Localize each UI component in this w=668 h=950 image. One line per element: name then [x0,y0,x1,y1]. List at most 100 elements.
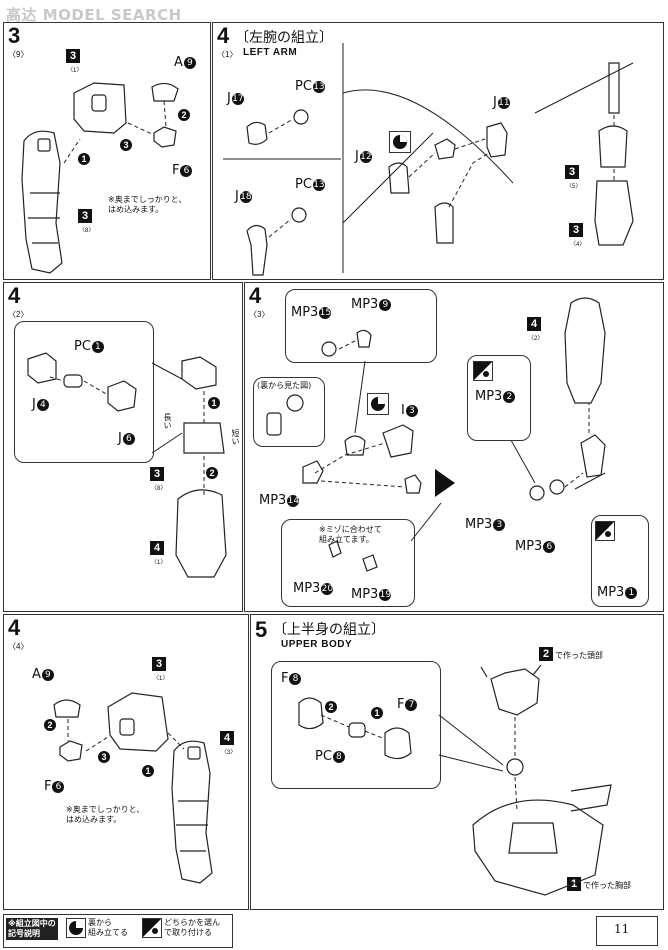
part-mark-3-4: 3 [569,223,583,237]
step-order-2: 2 [178,109,190,121]
part-mark-sub: 〈1〉 [67,68,83,74]
part-mark-sub: 〈8〉 [79,228,95,234]
back-assembly-mark [367,393,389,415]
substep-label: 〈4〉 [8,642,29,651]
choose-one-mark [473,361,493,381]
section-title-jp: 〔上半身の組立〕 [273,622,385,638]
legend-back-assembly: 裏から 組み立てる [88,918,128,937]
step-order-2: 2 [206,467,218,479]
part-mark-sub: 〈2〉 [528,336,544,342]
part-label-j11: J11 [493,95,510,110]
step-number: 5 [255,617,268,642]
part-mark-2-head: 2 [539,647,553,661]
detail-callout [281,519,415,607]
part-label-mp3-19: MP319 [351,587,392,602]
part-mark-sub: 〈1〉 [151,560,167,566]
step-number: 3 [8,23,21,48]
part-mark-4-3: 4 [220,731,234,745]
panel-step-4-1-left-arm: 4 〈1〉 〔左腕の組立〕 LEFT ARM J17 PC13 J18 PC13… [212,22,664,280]
part-mark-sub: 〈5〉 [566,184,582,190]
substep-label: 〈2〉 [8,310,29,319]
back-view-callout [253,377,325,447]
section-title-en: LEFT ARM [243,47,298,58]
part-label-pc13: PC13 [295,177,325,192]
step-order-3: 3 [98,751,110,763]
left-arm-illustration [223,43,634,276]
substep-label: 〈3〉 [249,310,270,319]
part-mark-sub: 〈4〉 [570,242,586,248]
assembly-note: ※奥までしっかりと、 はめ込みます。 [66,805,145,824]
long-label: 長い [163,413,172,429]
choose-one-mark [142,918,162,938]
part-mark-3-1: 3 [152,657,166,671]
legend-title: ※組立図中の 記号説明 [6,918,58,940]
detail-callout [285,289,437,363]
legend-choose-one: どちらかを選ん で取り付ける [164,918,220,937]
part-mark-3: 3 [66,49,80,63]
step-order-3: 3 [120,139,132,151]
part-label-mp3-20: MP320 [293,581,334,596]
part-mark-4-1: 4 [150,541,164,555]
back-assembly-mark [389,131,411,153]
head-ref-label: で作った頭部 [555,651,603,660]
section-title-en: UPPER BODY [281,639,353,650]
substep-label: 〈9〉 [8,50,29,59]
part-mark-sub: 〈1〉 [153,676,169,682]
step-order-2: 2 [325,701,337,713]
step-order-2: 2 [44,719,56,731]
back-view-label: (裏から見た図) [257,381,312,390]
assembly-note: ※奥までしっかりと、 はめ込みます。 [108,195,187,214]
step-order-1: 1 [78,153,90,165]
footer-legend [3,914,233,948]
section-title-jp: 〔左腕の組立〕 [235,30,333,46]
arm-assembly-illustration [53,692,213,884]
step-order-1: 1 [208,397,220,409]
short-label: 短い [231,429,240,445]
page-number-box [596,916,658,946]
part-mark-sub: 〈8〉 [151,486,167,492]
chest-ref-label: で作った胸部 [583,881,631,890]
step-number: 4 [8,615,21,640]
back-assembly-mark [66,918,86,938]
step-order-1: 1 [371,707,383,719]
substep-label: 〈1〉 [217,50,238,59]
part-label-mp3-14: MP314 [259,493,300,508]
elbow-assembly-illustration [27,352,227,578]
step-number: 4 [217,23,230,48]
part-label-pc13: PC13 [295,79,325,94]
step-number: 4 [8,283,21,308]
watermark: 高达 MODEL SEARCH [6,6,182,24]
part-label-j12: J12 [355,149,372,164]
step-number: 4 [249,283,262,308]
part-mark-3-8: 3 [150,467,164,481]
choose-one-mark [595,521,615,541]
part-mark-sub: 〈3〉 [221,750,237,756]
part-mark-4-2: 4 [527,317,541,331]
part-mark-3-8: 3 [78,209,92,223]
upper-body-illustration [298,664,612,896]
arm-assembly-illustration [21,82,179,274]
groove-note: ※ミゾに合わせて 組み立てます。 [319,525,382,544]
part-label-j17: J17 [227,91,244,106]
